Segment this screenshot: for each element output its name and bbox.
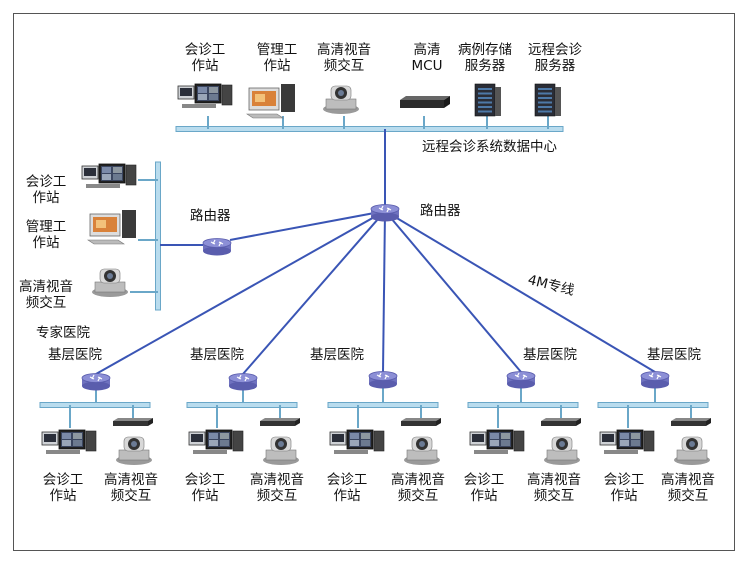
- diagram-frame: [13, 13, 735, 551]
- branch-hd-label: 高清视音频交互: [391, 472, 445, 504]
- branch-hd-label: 高清视音频交互: [527, 472, 581, 504]
- wan-link: [382, 210, 386, 373]
- workstation-icon: [177, 83, 233, 108]
- workstation-icon: [41, 429, 97, 454]
- expert-hospital-bus: [155, 161, 161, 311]
- wan-link: [95, 210, 386, 375]
- core-router-icon: [370, 204, 400, 222]
- expert-hospital-label: 专家医院: [36, 325, 90, 341]
- switch-icon: [113, 418, 153, 426]
- wan-link: [384, 210, 522, 373]
- expert-uplink: [229, 210, 386, 241]
- server-icon: [474, 83, 501, 117]
- switch-icon: [401, 418, 441, 426]
- wan-link: [242, 210, 386, 375]
- branch-hd-label: 高清视音频交互: [250, 472, 304, 504]
- branch-workstation-label: 会诊工作站: [42, 472, 84, 504]
- branch-router-icon: [506, 371, 536, 389]
- dc-node-label: 病例存储服务器: [458, 42, 512, 74]
- data-center-label: 远程会诊系统数据中心: [422, 139, 557, 155]
- branch-workstation-label: 会诊工作站: [326, 472, 368, 504]
- core-router-label: 路由器: [420, 203, 461, 219]
- switch-icon: [541, 418, 581, 426]
- branch-hospital-label: 基层医院: [647, 347, 701, 363]
- branch-router-icon: [640, 371, 670, 389]
- dc-node-label: 高清视音频交互: [317, 42, 371, 74]
- workstation-icon: [188, 429, 244, 454]
- server-icon: [534, 83, 561, 117]
- expert-router-icon: [202, 238, 232, 256]
- branch-router-icon: [81, 373, 111, 391]
- wan-link: [384, 210, 656, 373]
- dc-node-label: 远程会诊服务器: [528, 42, 582, 74]
- hd-camera-icon: [544, 436, 580, 465]
- branch-hd-label: 高清视音频交互: [104, 472, 158, 504]
- hd-camera-icon: [92, 268, 128, 297]
- branch-bus: [327, 402, 439, 408]
- branch-workstation-label: 会诊工作站: [184, 472, 226, 504]
- switch-icon: [671, 418, 711, 426]
- hd-camera-icon: [263, 436, 299, 465]
- dc-node-label: 会诊工作站: [184, 42, 226, 74]
- workstation-icon: [329, 429, 385, 454]
- data-center-bus: [175, 126, 564, 132]
- branch-router-icon: [228, 373, 258, 391]
- branch-hospital-label: 基层医院: [523, 347, 577, 363]
- branch-router-icon: [368, 371, 398, 389]
- expert-node-label: 管理工作站: [25, 219, 67, 251]
- branch-bus: [467, 402, 579, 408]
- expert-node-label: 会诊工作站: [25, 174, 67, 206]
- branch-bus: [597, 402, 709, 408]
- hd-camera-icon: [116, 436, 152, 465]
- branch-bus: [186, 402, 298, 408]
- dc-node-label: 管理工作站: [256, 42, 298, 74]
- hd-camera-icon: [323, 85, 359, 114]
- switch-icon: [260, 418, 300, 426]
- expert-node-label: 高清视音频交互: [19, 279, 73, 311]
- hd-camera-icon: [674, 436, 710, 465]
- workstation-icon: [469, 429, 525, 454]
- branch-bus: [39, 402, 151, 408]
- branch-workstation-label: 会诊工作站: [603, 472, 645, 504]
- admin-pc-icon: [87, 210, 136, 245]
- mcu-icon: [400, 96, 450, 108]
- branch-hd-label: 高清视音频交互: [661, 472, 715, 504]
- branch-hospital-label: 基层医院: [190, 347, 244, 363]
- hd-camera-icon: [404, 436, 440, 465]
- workstation-icon: [81, 163, 137, 188]
- branch-hospital-label: 基层医院: [310, 347, 364, 363]
- workstation-icon: [599, 429, 655, 454]
- branch-hospital-label: 基层医院: [48, 347, 102, 363]
- admin-pc-icon: [246, 84, 295, 119]
- branch-workstation-label: 会诊工作站: [463, 472, 505, 504]
- expert-router-label: 路由器: [190, 208, 231, 224]
